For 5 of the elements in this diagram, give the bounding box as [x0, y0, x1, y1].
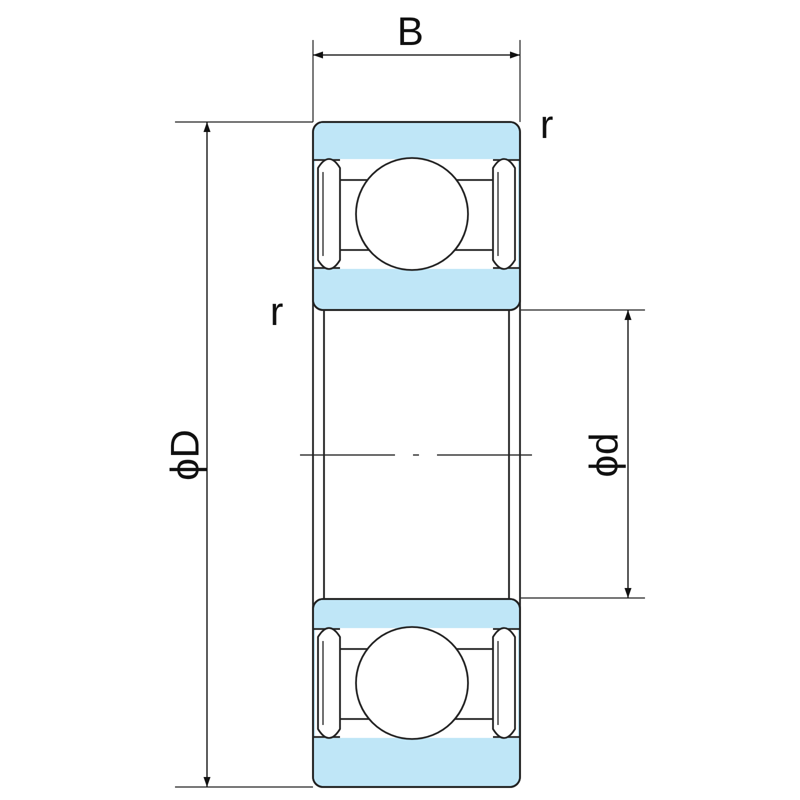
dimension-label: r	[270, 292, 284, 332]
dimension-label: B	[397, 12, 424, 52]
dimension-label: r	[540, 105, 554, 145]
diameter-label: ϕD	[166, 429, 206, 481]
diameter-label: ϕd	[584, 432, 624, 478]
